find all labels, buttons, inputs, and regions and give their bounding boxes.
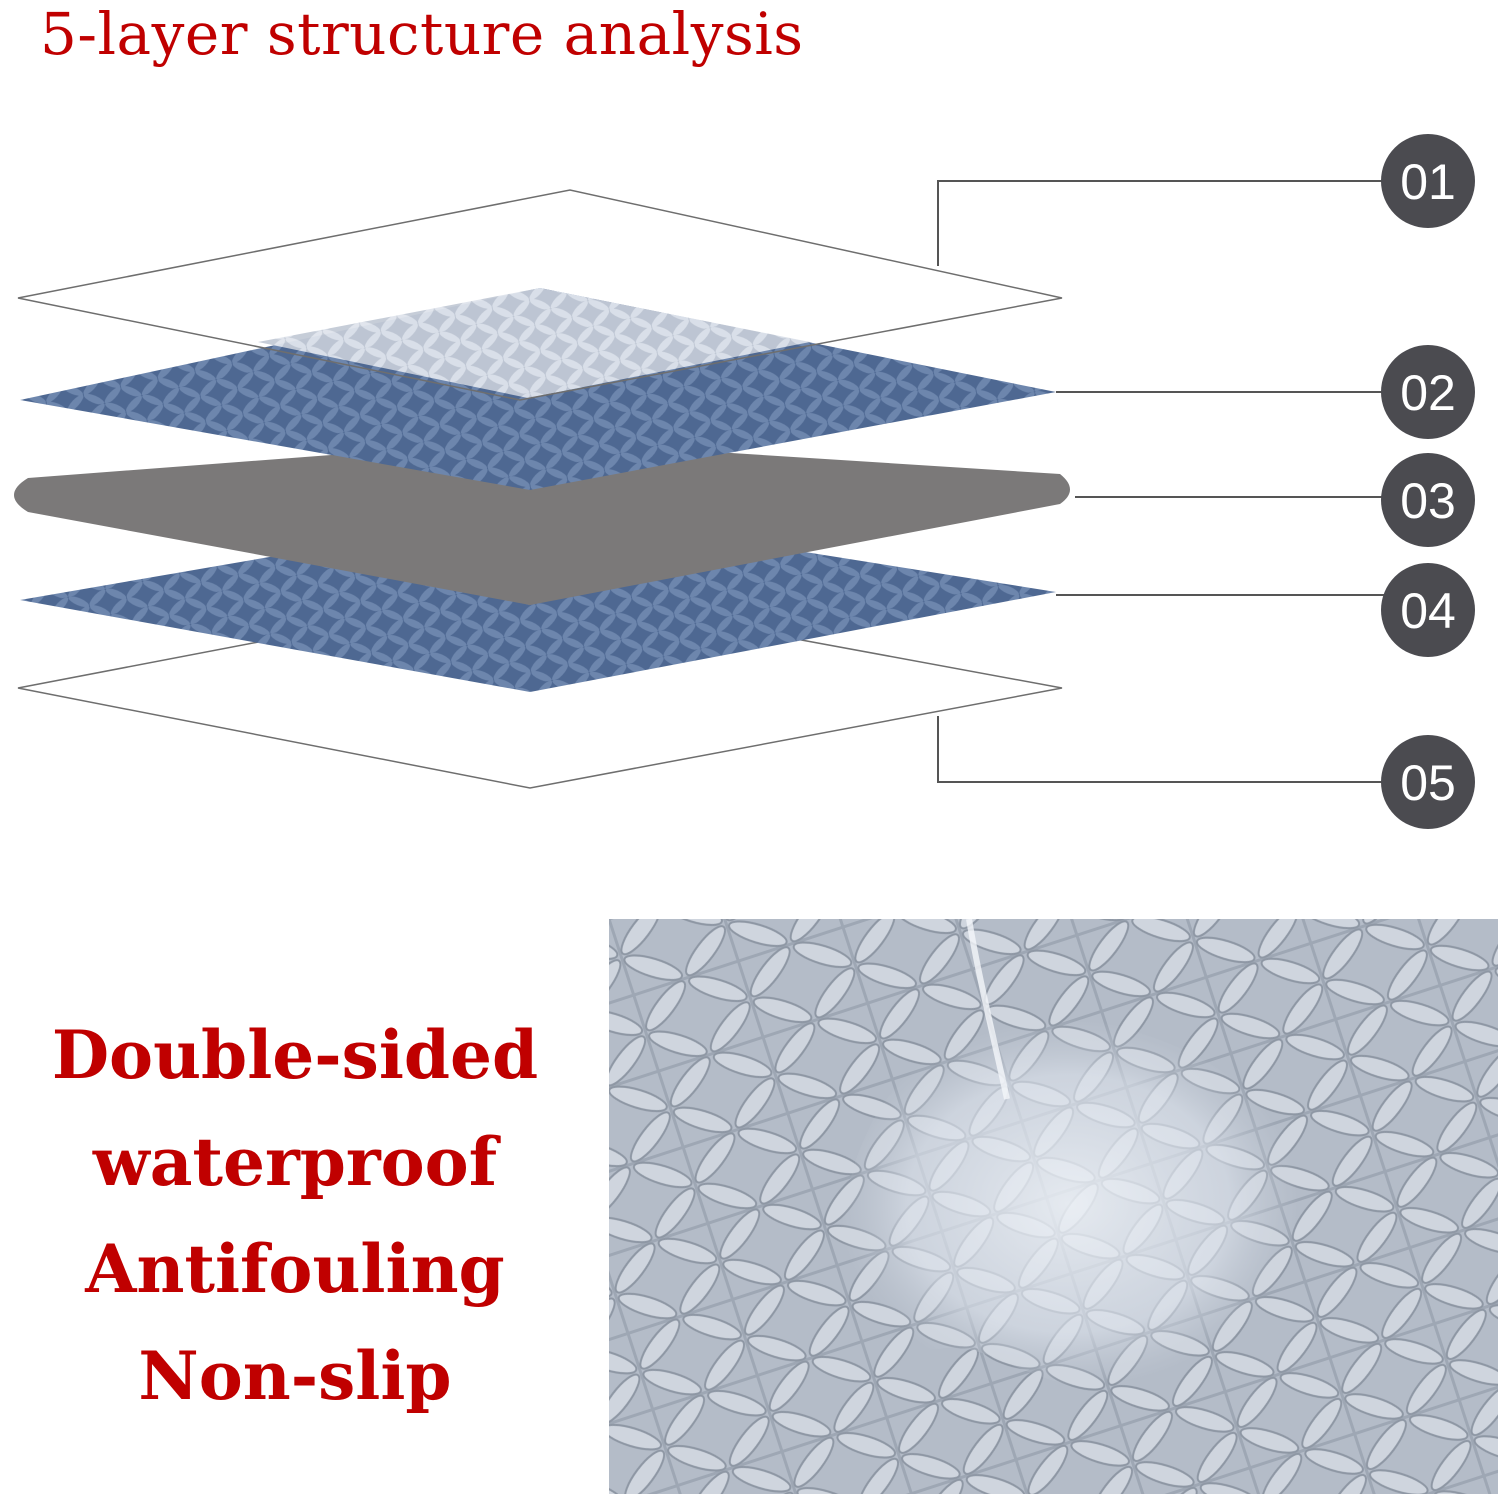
feature-double-sided: Double-sided — [51, 1016, 539, 1094]
layer-03-core — [14, 440, 1070, 605]
page-title: 5-layer structure analysis — [40, 0, 804, 68]
feature-non-slip: Non-slip — [138, 1337, 452, 1415]
callout-line-05 — [937, 716, 1385, 783]
water-puddle — [837, 1019, 1300, 1389]
svg-text:01: 01 — [1400, 154, 1456, 210]
layer-diagram: 01 02 03 04 05 — [14, 134, 1475, 829]
callout-line-01 — [937, 180, 1385, 266]
badge-03: 03 — [1381, 453, 1475, 547]
feature-antifouling: Antifouling — [85, 1230, 505, 1308]
badge-04: 04 — [1381, 563, 1475, 657]
feature-list: Double-sided waterproof Antifouling Non-… — [40, 1002, 550, 1430]
layer-01-film — [17, 189, 1063, 401]
svg-text:02: 02 — [1400, 365, 1456, 421]
feature-waterproof: waterproof — [92, 1123, 498, 1201]
badge-02: 02 — [1381, 345, 1475, 439]
textured-surface-illustration — [609, 919, 1498, 1494]
svg-text:03: 03 — [1400, 473, 1456, 529]
layer-02-light-area — [258, 288, 810, 398]
waterproof-surface-photo — [609, 919, 1498, 1494]
svg-text:05: 05 — [1400, 755, 1456, 811]
badge-05: 05 — [1381, 735, 1475, 829]
water-stream — [966, 919, 1010, 1100]
badge-01: 01 — [1381, 134, 1475, 228]
svg-text:04: 04 — [1400, 583, 1456, 639]
